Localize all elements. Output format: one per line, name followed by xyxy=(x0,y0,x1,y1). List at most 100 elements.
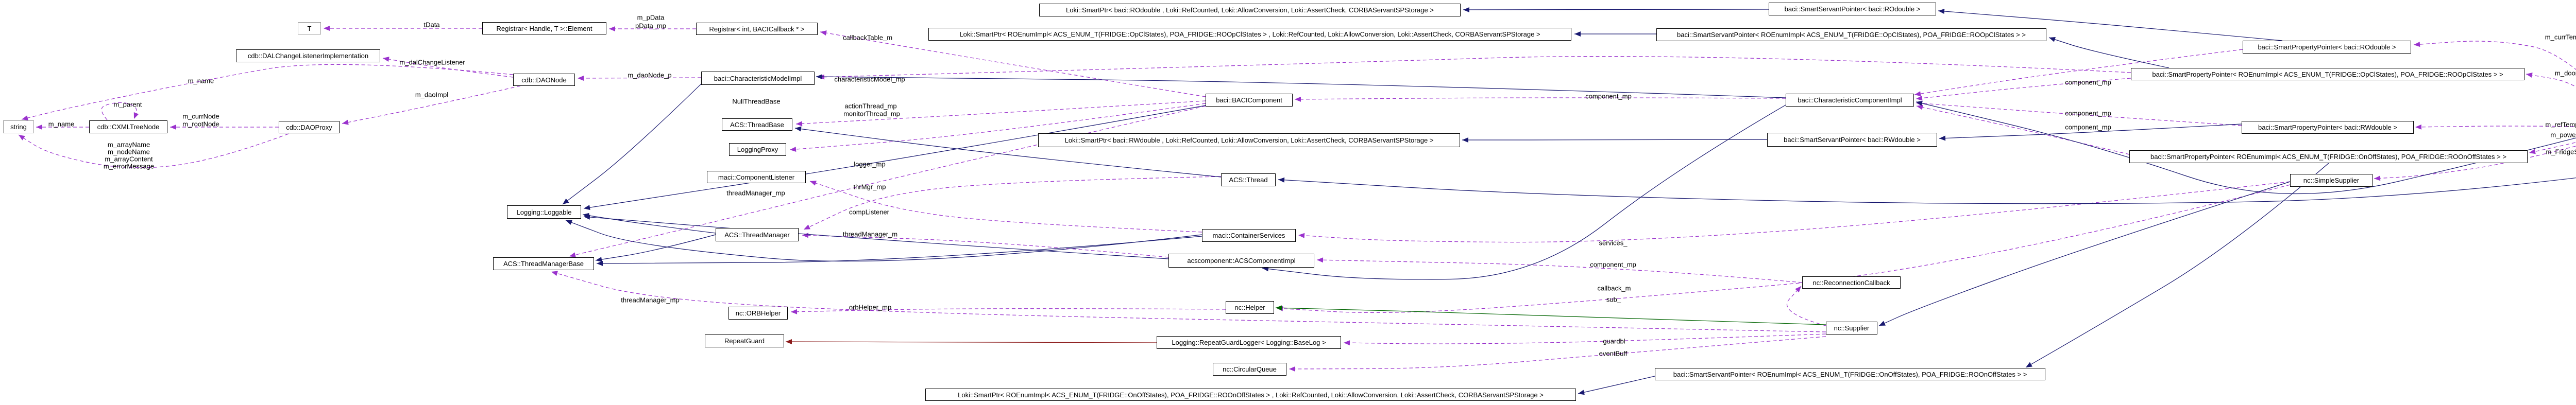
inheritance-edge xyxy=(1462,139,1768,140)
arrowhead xyxy=(170,125,176,130)
class-node-thread-base[interactable]: ACS::ThreadBase xyxy=(722,118,792,131)
member-edge xyxy=(382,58,514,78)
class-node-loggable[interactable]: Logging::Loggable xyxy=(507,205,581,219)
class-node-circular-queue[interactable]: nc::CircularQueue xyxy=(1213,363,1286,376)
member-edge xyxy=(1294,97,1786,100)
member-edge xyxy=(18,133,289,168)
arrowhead xyxy=(36,125,42,130)
class-node-spp-onoff[interactable]: baci::SmartPropertyPointer< ROEnumImpl< … xyxy=(2129,150,2528,163)
inheritance-edge xyxy=(816,76,1786,98)
arrowhead xyxy=(133,112,139,119)
class-node-logging-proxy[interactable]: LoggingProxy xyxy=(729,143,786,156)
class-node-dal-change-listener[interactable]: cdb::DALChangeListenerImplementation xyxy=(236,49,380,62)
arrowhead xyxy=(1914,91,1921,97)
class-node-simple-supplier[interactable]: nc::SimpleSupplier xyxy=(2290,174,2372,187)
arrowhead xyxy=(2526,73,2533,78)
inheritance-edge xyxy=(2025,163,2329,368)
member-edge xyxy=(1289,336,1826,369)
class-node-registrar-element[interactable]: Registrar< Handle, T >::Element xyxy=(482,22,606,34)
class-node-baci-component[interactable]: baci::BACIComponent xyxy=(1206,94,1293,107)
arrowhead xyxy=(596,257,602,262)
inheritance-edge xyxy=(1878,181,2291,326)
class-node-container-services[interactable]: maci::ContainerServices xyxy=(1202,229,1296,242)
class-node-component-listener[interactable]: maci::ComponentListener xyxy=(707,171,806,183)
arrowhead xyxy=(2049,37,2056,42)
class-node-ssp-opcl[interactable]: baci::SmartServantPointer< ROEnumImpl< A… xyxy=(1656,28,2046,41)
class-node-characteristic-model[interactable]: baci::CharacteristicModelImpl xyxy=(701,72,815,85)
class-node-ssp-rwdouble[interactable]: baci::SmartServantPointer< baci::RWdoubl… xyxy=(1767,133,1937,147)
inheritance-edge xyxy=(1939,124,2242,139)
class-node-ssp-onoff[interactable]: baci::SmartServantPointer< ROEnumImpl< A… xyxy=(1655,368,2045,380)
class-node-t-param[interactable]: T xyxy=(298,22,321,34)
class-node-thread-manager-base[interactable]: ACS::ThreadManagerBase xyxy=(493,257,594,270)
inheritance-edge xyxy=(595,234,716,261)
member-edge xyxy=(1316,259,1803,283)
member-edge xyxy=(789,103,1206,150)
member-edge xyxy=(1343,333,1826,344)
class-node-string[interactable]: string xyxy=(3,120,34,133)
inheritance-edge xyxy=(1463,9,1769,10)
inheritance-edge xyxy=(794,128,1222,178)
class-node-cxml-tree-node[interactable]: cdb::CXMLTreeNode xyxy=(89,120,167,133)
arrowhead xyxy=(1317,257,1324,263)
class-node-spp-rodouble[interactable]: baci::SmartPropertyPointer< baci::ROdoub… xyxy=(2243,41,2411,54)
class-node-supplier[interactable]: nc::Supplier xyxy=(1826,322,1877,334)
class-node-reconnection-callback[interactable]: nc::ReconnectionCallback xyxy=(1802,276,1901,289)
arrowhead xyxy=(2529,149,2536,154)
class-node-dao-node[interactable]: cdb::DAONode xyxy=(513,74,575,86)
class-node-acs-thread[interactable]: ACS::Thread xyxy=(1221,173,1276,186)
arrowhead xyxy=(22,115,28,121)
class-node-loki-smartptr-rwdouble[interactable]: Loki::SmartPtr< baci::RWdouble , Loki::R… xyxy=(1038,133,1460,147)
inheritance-edge xyxy=(582,214,716,234)
inheritance-edge xyxy=(1938,10,2283,41)
class-node-repeat-guard-logger[interactable]: Logging::RepeatGuardLogger< Logging::Bas… xyxy=(1157,336,1341,349)
inheritance-edge xyxy=(583,105,1206,209)
member-edge xyxy=(795,100,1206,125)
arrowhead xyxy=(383,57,389,62)
class-node-orb-helper[interactable]: nc::ORBHelper xyxy=(728,307,788,320)
member-edge xyxy=(1276,184,2291,313)
member-edge xyxy=(820,31,1206,97)
class-node-loki-smartptr-rodouble[interactable]: Loki::SmartPtr< baci::ROdouble , Loki::R… xyxy=(1039,4,1461,16)
arrowhead xyxy=(1344,340,1350,346)
class-node-spp-rwdouble[interactable]: baci::SmartPropertyPointer< baci::RWdoub… xyxy=(2242,121,2414,134)
arrowhead xyxy=(551,271,558,276)
class-node-repeat-guard[interactable]: RepeatGuard xyxy=(705,334,784,347)
arrowhead xyxy=(1278,177,1285,183)
member-edge xyxy=(1916,102,2242,126)
class-node-thread-manager[interactable]: ACS::ThreadManager xyxy=(716,228,799,241)
class-node-loki-smartptr-opcl[interactable]: Loki::SmartPtr< ROEnumImpl< ACS_ENUM_T(F… xyxy=(928,28,1571,41)
member-edge xyxy=(2374,146,2576,179)
class-node-ssp-rodouble[interactable]: baci::SmartServantPointer< baci::ROdoubl… xyxy=(1769,3,1936,15)
arrowhead xyxy=(1916,100,1923,106)
class-node-characteristic-component[interactable]: baci::CharacteristicComponentImpl xyxy=(1786,94,1914,107)
class-node-acs-component-impl[interactable]: acscomponent::ACSComponentImpl xyxy=(1168,254,1314,268)
arrowhead xyxy=(584,214,590,220)
class-node-helper[interactable]: nc::Helper xyxy=(1226,301,1274,314)
arrowhead xyxy=(584,205,590,210)
member-edge xyxy=(1786,286,1826,326)
arrowhead xyxy=(2415,124,2422,130)
arrowhead xyxy=(786,339,792,345)
member-edge xyxy=(802,235,1169,258)
arrowhead xyxy=(324,26,330,31)
arrowhead xyxy=(597,260,603,266)
class-node-dao-proxy[interactable]: cdb::DAOProxy xyxy=(279,121,340,133)
member-edge xyxy=(790,308,1226,312)
class-node-registrar-int[interactable]: Registrar< int, BACICallback * > xyxy=(696,23,818,35)
member-edge xyxy=(1916,78,2131,99)
member-edge xyxy=(342,85,521,124)
inheritance-edge xyxy=(565,220,1202,262)
member-edge xyxy=(1916,105,2130,155)
class-node-loki-smartptr-onoff[interactable]: Loki::SmartPtr< ROEnumImpl< ACS_ENUM_T(F… xyxy=(925,389,1576,401)
arrowhead xyxy=(795,126,802,132)
inheritance-edge xyxy=(1278,177,2576,204)
member-edge xyxy=(21,64,514,120)
class-node-spp-opcl[interactable]: baci::SmartPropertyPointer< ROEnumImpl< … xyxy=(2131,68,2524,80)
arrowhead xyxy=(1917,104,1923,110)
arrowhead xyxy=(19,135,25,140)
member-edge xyxy=(1914,49,2243,95)
member-edge xyxy=(2526,74,2576,87)
arrowhead xyxy=(1879,321,1886,326)
